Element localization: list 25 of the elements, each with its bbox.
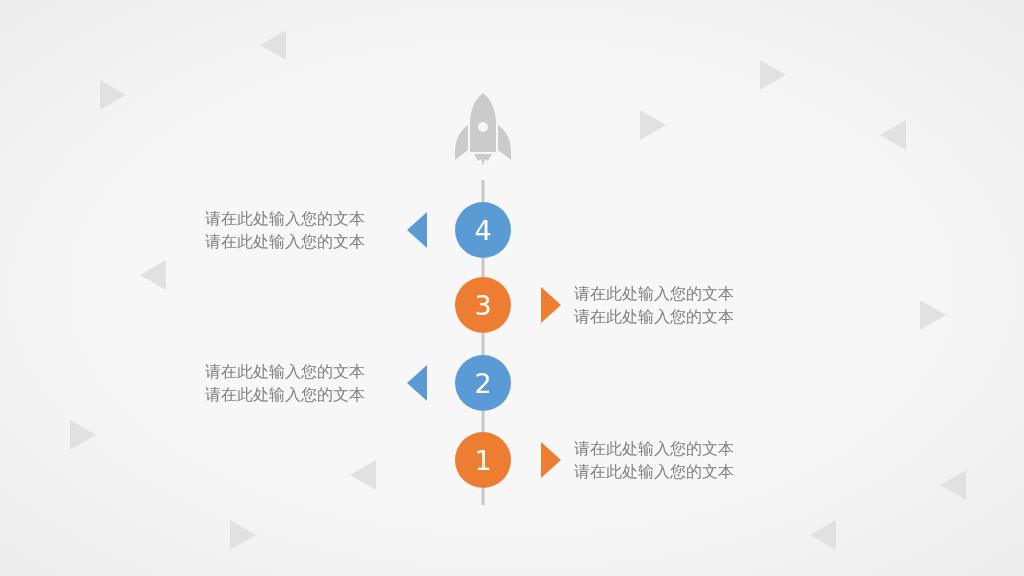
chevron-arrow <box>541 287 561 323</box>
text-line: 请在此处输入您的文本 <box>574 283 735 305</box>
chevron-arrow <box>541 442 561 478</box>
step-number: 2 <box>474 367 492 399</box>
text-line: 请在此处输入您的文本 <box>574 306 735 328</box>
text-line: 请在此处输入您的文本 <box>574 461 735 483</box>
step-circle <box>455 277 511 333</box>
step-number: 1 <box>474 444 492 476</box>
chevron-arrow <box>407 365 427 401</box>
chevron-arrow <box>407 212 427 248</box>
timeline-line <box>481 180 485 202</box>
step-circle <box>455 202 511 258</box>
text-line: 请在此处输入您的文本 <box>205 384 366 406</box>
step-number: 4 <box>474 214 492 246</box>
timeline-line <box>481 258 485 277</box>
timeline-line <box>481 411 485 432</box>
text-line: 请在此处输入您的文本 <box>205 208 366 230</box>
step-number: 3 <box>474 289 492 321</box>
timeline-line <box>481 333 485 355</box>
text-line: 请在此处输入您的文本 <box>205 231 366 253</box>
text-line: 请在此处输入您的文本 <box>205 361 366 383</box>
step-circle <box>455 432 511 488</box>
timeline-line <box>481 488 485 505</box>
text-line: 请在此处输入您的文本 <box>574 438 735 460</box>
step-circle <box>455 355 511 411</box>
